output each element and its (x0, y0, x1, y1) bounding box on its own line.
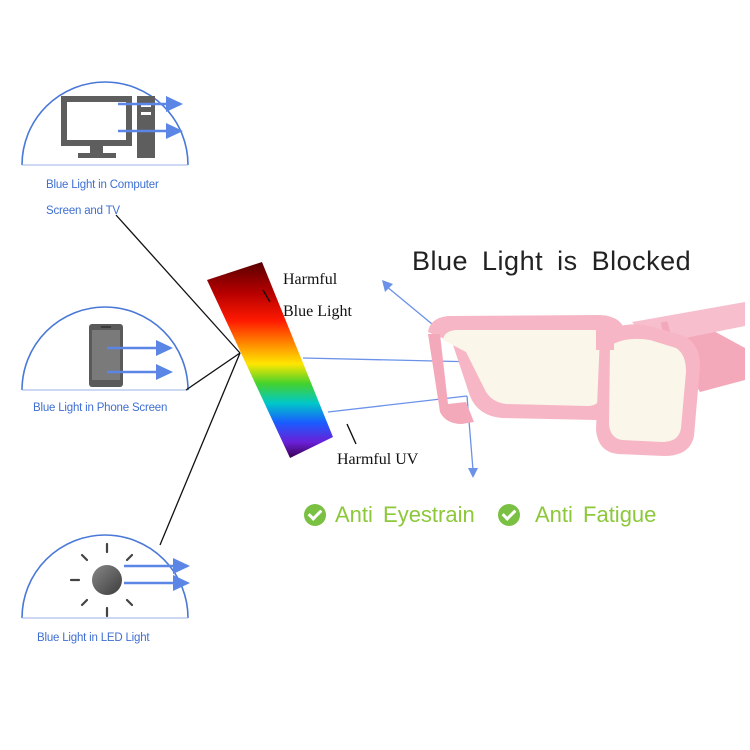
arc-divider (21, 306, 189, 391)
phone-source (21, 306, 189, 391)
blue-light-arrows (124, 558, 190, 591)
check-icon (498, 504, 520, 526)
connector-lines (115, 214, 241, 546)
blue-light-arrows (107, 340, 173, 380)
led-source (21, 534, 190, 619)
label-pointers (262, 289, 357, 445)
headline: Blue Light is Blocked (412, 246, 692, 276)
benefit-label: Anti Fatigue (535, 502, 657, 527)
benefit-anti-fatigue: Anti Fatigue (498, 500, 656, 530)
light-spectrum (207, 262, 333, 458)
harmful-blue-label-line1: Harmful (283, 271, 338, 288)
arc-divider (21, 81, 189, 166)
phone-icon (89, 324, 123, 387)
phone-caption: Blue Light in Phone Screen (33, 402, 168, 414)
blue-light-arrows (118, 96, 183, 139)
sun-icon (69, 542, 134, 618)
benefit-label: Anti Eyestrain (335, 502, 475, 527)
pink-glasses (428, 302, 745, 456)
led-caption: Blue Light in LED Light (37, 632, 150, 644)
computer-caption-line2: Screen and TV (46, 205, 120, 217)
benefit-anti-eyestrain: Anti Eyestrain (304, 500, 475, 530)
harmful-blue-label-line2: Blue Light (283, 303, 352, 320)
computer-source (21, 81, 189, 166)
check-icon (304, 504, 326, 526)
harmful-uv-label: Harmful UV (337, 451, 419, 468)
monitor-icon (61, 96, 155, 158)
computer-caption-line1: Blue Light in Computer (46, 179, 159, 191)
